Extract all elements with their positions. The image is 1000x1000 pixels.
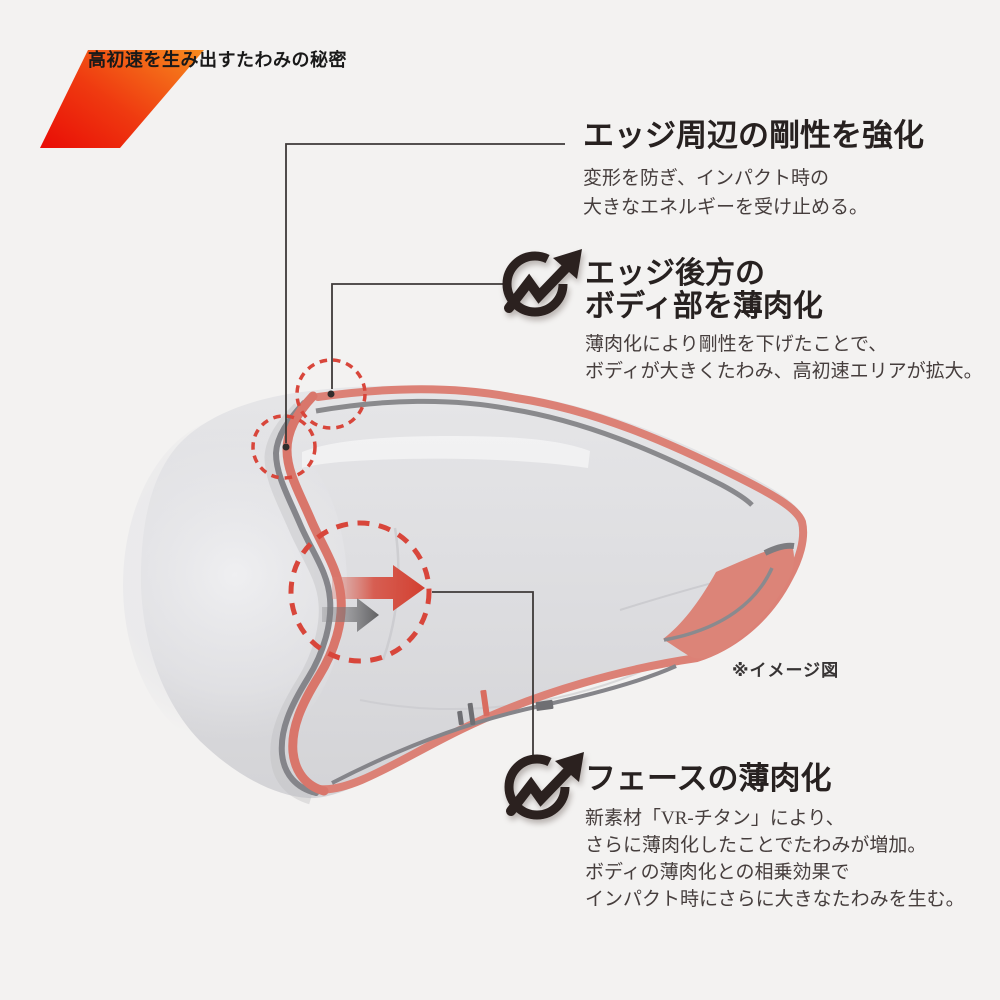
body-line: 変形を防ぎ、インパクト時の: [583, 168, 830, 189]
body-line: 薄肉化により剛性を下げたことで、: [585, 334, 888, 355]
heading-line: エッジ後方の: [585, 257, 765, 290]
heading-line: ボディ部を薄肉化: [585, 290, 823, 323]
body-line: 新素材「VR-チタン」により、: [585, 808, 845, 829]
callout-circle-face: [288, 520, 432, 664]
section-heading-body-thinning: エッジ後方の ボディ部を薄肉化: [585, 257, 823, 323]
gray-flex-arrow: [322, 598, 379, 632]
image-note: ※イメージ図: [732, 661, 840, 680]
body-line: さらに薄肉化したことでたわみが増加。: [585, 835, 927, 856]
leader-dot: [282, 443, 290, 451]
red-flex-arrow: [332, 565, 425, 611]
callout-circle-edge-left: [251, 414, 317, 480]
body-line: インパクト時にさらに大きなたわみを生む。: [585, 889, 965, 910]
callout-circle-edge-top: [295, 358, 367, 430]
leader-line-edge-rigidity: [285, 143, 565, 443]
sole-tick: [467, 702, 476, 726]
section-body-edge-rigidity: 変形を防ぎ、インパクト時の 大きなエネルギーを受け止める。: [583, 164, 868, 222]
section-body-body-thinning: 薄肉化により剛性を下げたことで、 ボディが大きくたわみ、高初速エリアが拡大。: [585, 331, 983, 385]
body-line: ボディの薄肉化との相乗効果で: [585, 862, 850, 883]
edge-inner-line: [315, 398, 754, 507]
page-title: 高初速を生み出すたわみの秘密: [88, 50, 347, 70]
leader-lines: [285, 143, 565, 757]
sole-tick: [535, 699, 554, 711]
face-edge-gray-line: [272, 400, 334, 796]
section-heading-edge-rigidity: エッジ周辺の剛性を強化: [583, 118, 924, 153]
sole-tick-red: [480, 689, 490, 717]
toe-gray-curve: [663, 567, 774, 642]
face-crease-shadow: [264, 403, 332, 805]
trend-up-icon: [509, 752, 584, 815]
trend-up-icon: [507, 249, 582, 312]
face-highlight: [123, 417, 347, 753]
leader-line-face-thinning: [432, 591, 534, 757]
crown-reflection: [302, 436, 590, 468]
toe-thin-area: [663, 543, 795, 659]
toe-gray-accent: [763, 542, 795, 556]
body-line: 大きなエネルギーを受け止める。: [583, 197, 869, 218]
section-heading-face-thinning: フェースの薄肉化: [585, 761, 832, 796]
sole-tick: [457, 710, 464, 726]
body-line: ボディが大きくたわみ、高初速エリアが拡大。: [585, 361, 983, 382]
leader-dot: [327, 390, 335, 398]
section-body-face-thinning: 新素材「VR-チタン」により、 さらに薄肉化したことでたわみが増加。 ボディの薄…: [585, 805, 965, 913]
leader-line-body-thinning: [331, 283, 505, 389]
